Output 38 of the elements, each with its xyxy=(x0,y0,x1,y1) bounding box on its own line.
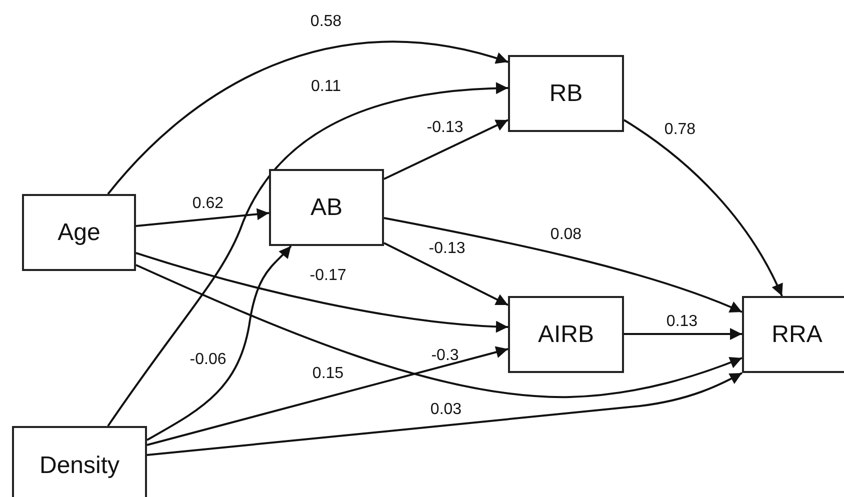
path-arrow xyxy=(624,328,742,340)
path-arrow xyxy=(136,264,742,398)
path-arrow xyxy=(384,119,508,180)
path-arrow xyxy=(384,242,508,306)
edge-label: 0.15 xyxy=(312,366,344,382)
edge-label: -0.13 xyxy=(426,120,464,136)
variable-box xyxy=(742,296,844,373)
edge-label: 0.03 xyxy=(430,402,462,418)
edge-label: 0.11 xyxy=(311,79,341,95)
edge-label: 0.13 xyxy=(666,314,698,330)
path-arrow xyxy=(384,217,742,313)
path-arrow xyxy=(136,208,270,227)
variable-box xyxy=(508,55,624,132)
variable-name: Age xyxy=(58,218,100,246)
variable-name: RB xyxy=(549,80,583,108)
variable-box xyxy=(22,194,136,271)
path-arrow xyxy=(146,245,292,441)
variable-name: AB xyxy=(310,194,342,222)
edge-label: 0.62 xyxy=(192,196,224,212)
variable-box xyxy=(508,296,624,373)
path-arrow xyxy=(107,82,508,427)
variable-name: Density xyxy=(39,452,120,480)
variable-box xyxy=(269,169,384,246)
edge-label: 0.78 xyxy=(664,122,696,138)
path-arrow xyxy=(136,252,508,332)
edge-label: -0.17 xyxy=(310,268,346,284)
edge-label: 0.08 xyxy=(550,227,582,243)
path-arrow xyxy=(146,346,508,446)
variable-name: RRA xyxy=(772,320,822,348)
path-arrow xyxy=(146,372,742,456)
path-arrow xyxy=(107,40,508,195)
variable-box xyxy=(12,426,147,497)
variable-name: AIRB xyxy=(538,320,594,348)
edge-label: -0.13 xyxy=(428,241,466,257)
edge-label: -0.3 xyxy=(431,348,459,364)
path-arrow xyxy=(623,119,783,296)
edge-label: 0.58 xyxy=(310,14,342,30)
edge-label: -0.06 xyxy=(190,352,226,368)
